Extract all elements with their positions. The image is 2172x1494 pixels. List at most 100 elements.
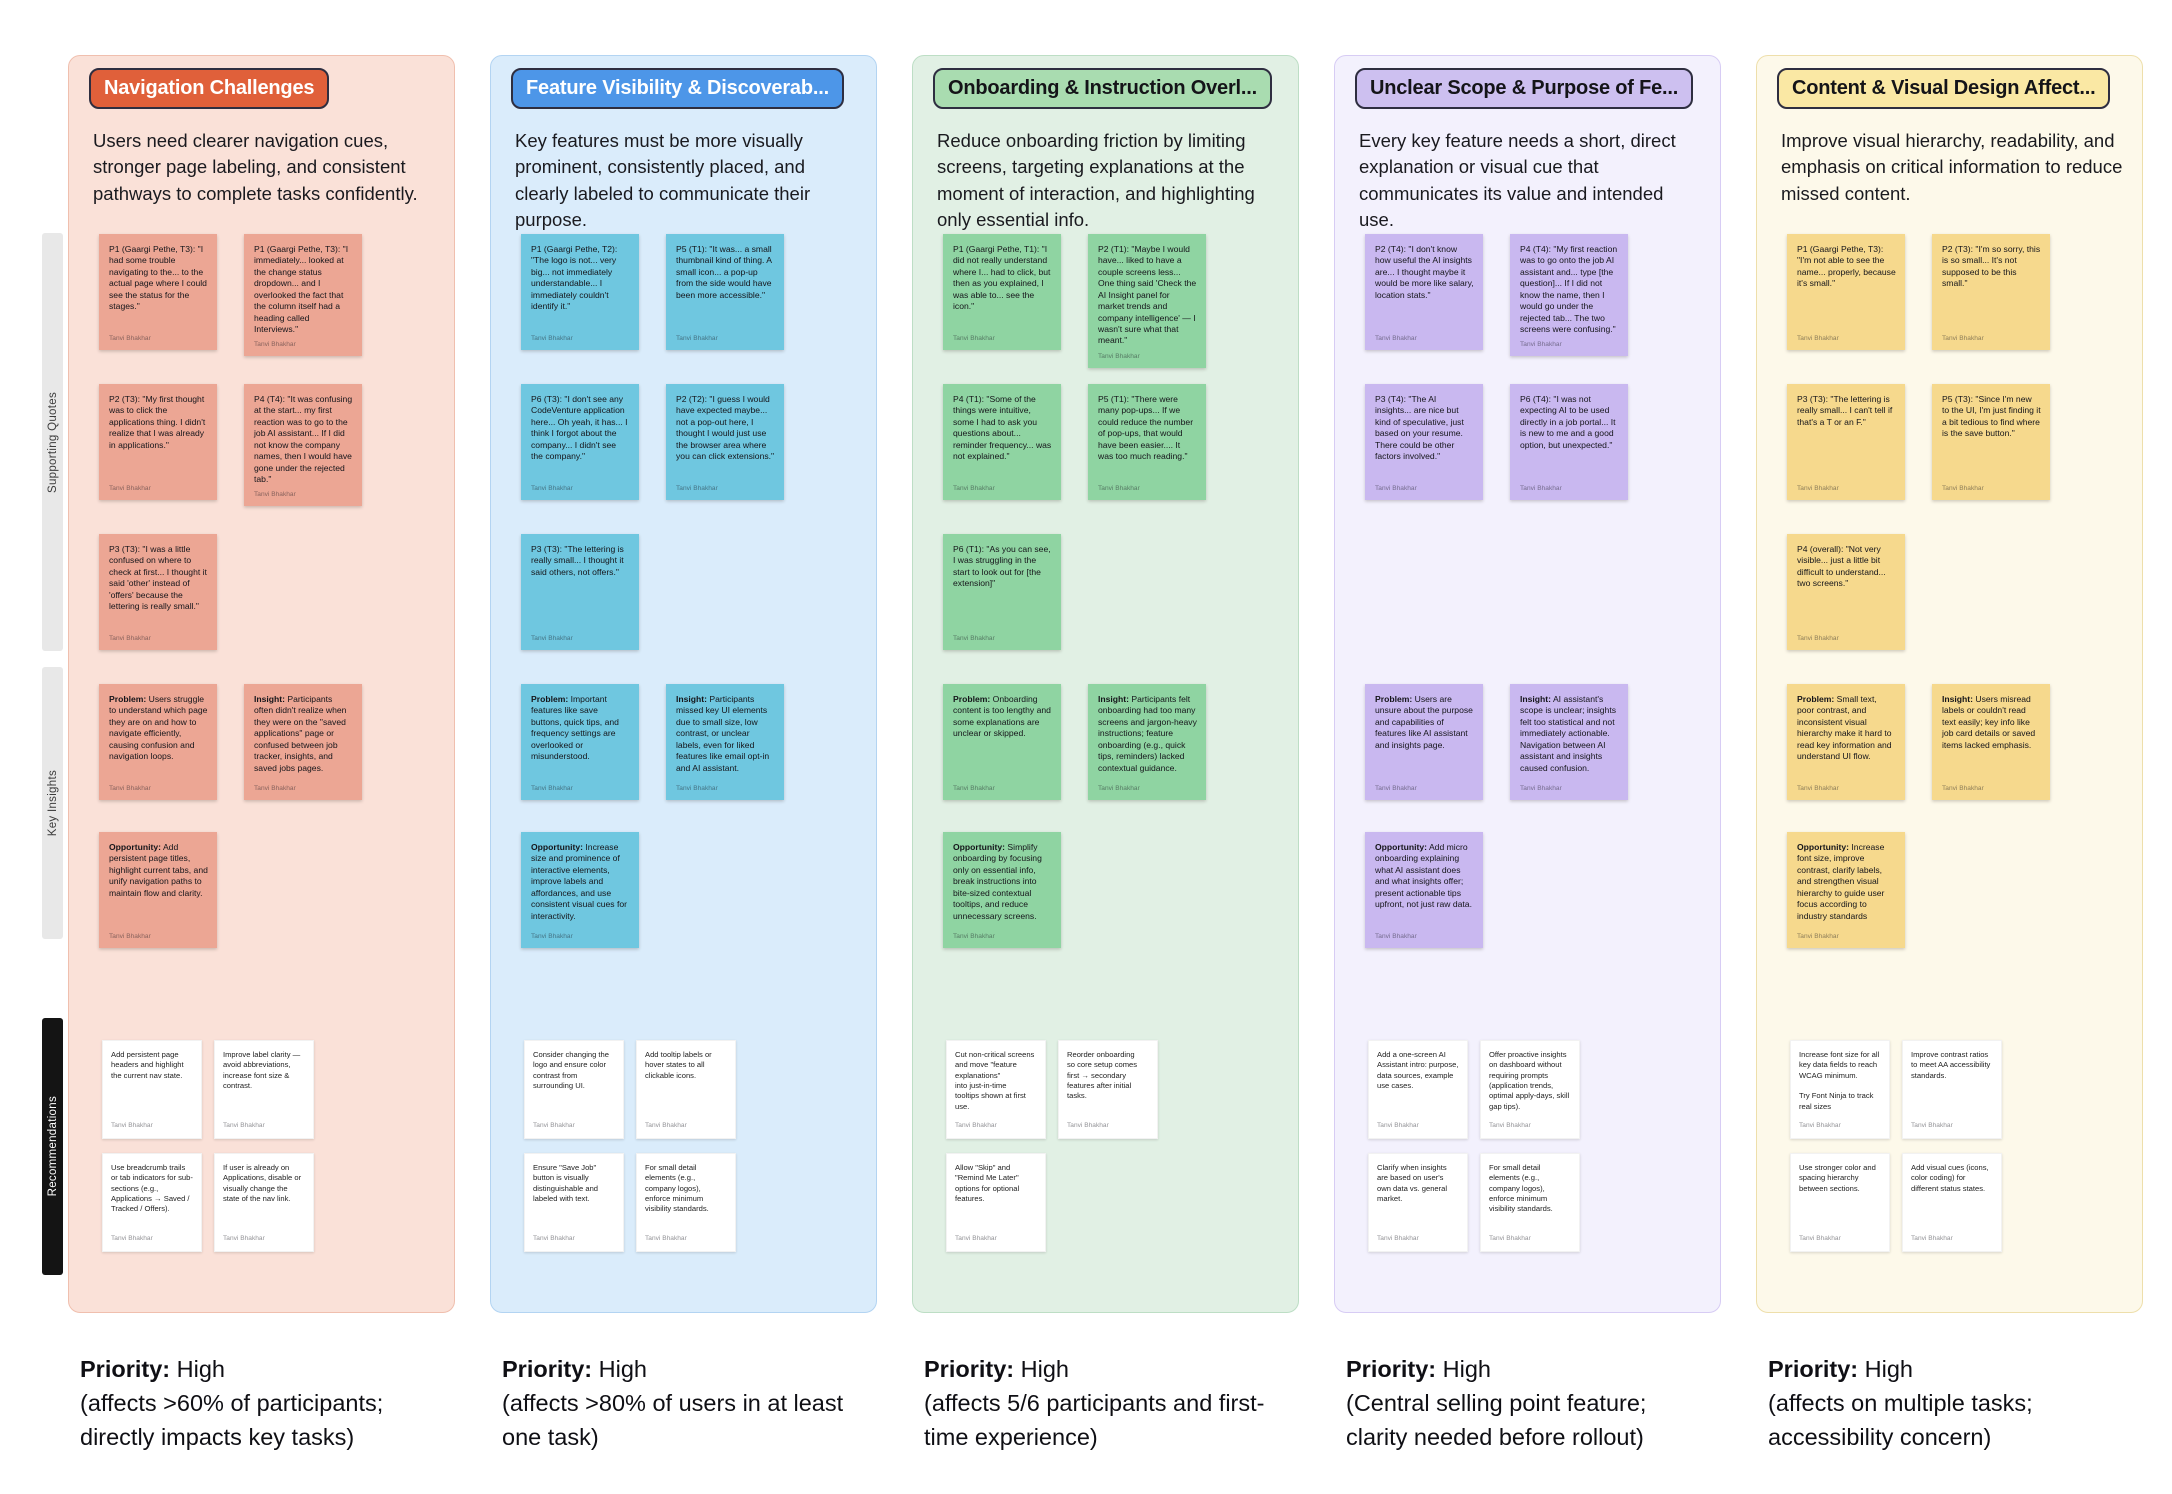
- theme-title-pill[interactable]: Onboarding & Instruction Overl...: [933, 68, 1272, 109]
- priority-caption[interactable]: Priority: High (affects on multiple task…: [1768, 1352, 2130, 1454]
- recommendation-note[interactable]: If user is already on Applications, disa…: [214, 1153, 314, 1252]
- quote-sticky[interactable]: P2 (T3): "My first thought was to click …: [99, 384, 217, 500]
- recommendation-note[interactable]: Use stronger color and spacing hierarchy…: [1790, 1153, 1890, 1252]
- quote-text: P3 (T3): "I was a little confused on whe…: [109, 544, 207, 612]
- priority-value: High: [598, 1356, 647, 1382]
- opportunity-body: Add persistent page titles, highlight cu…: [109, 842, 208, 898]
- recommendation-note[interactable]: For small detail elements (e.g., company…: [636, 1153, 736, 1252]
- lead-label: Problem:: [531, 694, 569, 704]
- sticky-author: Tanvi Bhakhar: [1098, 352, 1140, 360]
- quote-sticky[interactable]: P5 (T3): "Since I'm new to the UI, I'm j…: [1932, 384, 2050, 500]
- theme-panel-feature-visibility[interactable]: Feature Visibility & Discoverab... Key f…: [490, 55, 877, 1313]
- recommendation-text: Offer proactive insights on dashboard wi…: [1489, 1050, 1570, 1111]
- quote-sticky[interactable]: P5 (T1): "There were many pop-ups... If …: [1088, 384, 1206, 500]
- quote-sticky[interactable]: P3 (T4): "The AI insights... are nice bu…: [1365, 384, 1483, 500]
- rail-key-insights[interactable]: Key Insights: [42, 667, 63, 939]
- quote-sticky[interactable]: P6 (T3): "I don't see any CodeVenture ap…: [521, 384, 639, 500]
- recommendations-group: Add a one-screen AI Assistant intro: pur…: [1368, 1040, 1580, 1266]
- quote-sticky[interactable]: P3 (T3): "The lettering is really small.…: [521, 534, 639, 650]
- recommendation-note[interactable]: Add tooltip labels or hover states to al…: [636, 1040, 736, 1139]
- rail-supporting-quotes[interactable]: Supporting Quotes: [42, 233, 63, 651]
- sticky-author: Tanvi Bhakhar: [109, 635, 151, 642]
- quote-sticky[interactable]: P4 (T1): "Some of the things were intuit…: [943, 384, 1061, 500]
- sticky-author: Tanvi Bhakhar: [223, 1235, 265, 1242]
- opportunity-sticky[interactable]: Opportunity: Simplify onboarding by focu…: [943, 832, 1061, 948]
- problem-sticky[interactable]: Problem: Onboarding content is too lengt…: [943, 684, 1061, 800]
- recommendation-text: Add tooltip labels or hover states to al…: [645, 1050, 712, 1080]
- priority-caption[interactable]: Priority: High (Central selling point fe…: [1346, 1352, 1708, 1454]
- opportunity-body: Increase font size, improve contrast, cl…: [1797, 842, 1885, 921]
- recommendation-note[interactable]: Consider changing the logo and ensure co…: [524, 1040, 624, 1139]
- recommendation-note[interactable]: For small detail elements (e.g., company…: [1480, 1153, 1580, 1252]
- quote-sticky[interactable]: P1 (Gaargi Pethe, T3): "I immediately...…: [244, 234, 362, 357]
- problem-text: Problem: Small text, poor contrast, and …: [1797, 694, 1896, 763]
- quote-sticky[interactable]: P1 (Gaargi Pethe, T1): "I did not really…: [943, 234, 1061, 350]
- quote-sticky[interactable]: P2 (T3): "I'm so sorry, this is so small…: [1932, 234, 2050, 350]
- recommendation-note[interactable]: Reorder onboarding so core setup comes f…: [1058, 1040, 1158, 1139]
- theme-title: Content & Visual Design Affect...: [1792, 77, 2096, 99]
- theme-panel-navigation-challenges[interactable]: Navigation Challenges Users need clearer…: [68, 55, 455, 1313]
- priority-label: Priority:: [1346, 1356, 1437, 1382]
- recommendation-note[interactable]: Increase font size for all key data fiel…: [1790, 1040, 1890, 1139]
- theme-title-pill[interactable]: Content & Visual Design Affect...: [1777, 68, 2111, 109]
- problem-sticky[interactable]: Problem: Users struggle to understand wh…: [99, 684, 217, 800]
- quote-sticky[interactable]: P2 (T1): "Maybe I would have... liked to…: [1088, 234, 1206, 368]
- problem-sticky[interactable]: Problem: Important features like save bu…: [521, 684, 639, 800]
- problem-sticky[interactable]: Problem: Small text, poor contrast, and …: [1787, 684, 1905, 800]
- priority-caption[interactable]: Priority: High (affects 5/6 participants…: [924, 1352, 1286, 1454]
- quote-sticky[interactable]: P1 (Gaargi Pethe, T3): "I had some troub…: [99, 234, 217, 350]
- theme-title-pill[interactable]: Unclear Scope & Purpose of Fe...: [1355, 68, 1694, 109]
- quote-sticky[interactable]: P1 (Gaargi Pethe, T2): "The logo is not.…: [521, 234, 639, 350]
- opportunity-sticky[interactable]: Opportunity: Add persistent page titles,…: [99, 832, 217, 948]
- quote-text: P5 (T1): "It was... a small thumbnail ki…: [676, 244, 772, 300]
- quote-sticky[interactable]: P6 (T1): "As you can see, I was struggli…: [943, 534, 1061, 650]
- quote-sticky[interactable]: P5 (T1): "It was... a small thumbnail ki…: [666, 234, 784, 350]
- quote-sticky[interactable]: P4 (T4): "My first reaction was to go on…: [1510, 234, 1628, 357]
- theme-panel-content-visual-design[interactable]: Content & Visual Design Affect... Improv…: [1756, 55, 2143, 1313]
- recommendation-note[interactable]: Offer proactive insights on dashboard wi…: [1480, 1040, 1580, 1139]
- problem-sticky[interactable]: Problem: Users are unsure about the purp…: [1365, 684, 1483, 800]
- theme-title-pill[interactable]: Feature Visibility & Discoverab...: [511, 68, 844, 109]
- priority-value: High: [176, 1356, 225, 1382]
- recommendation-note[interactable]: Add a one-screen AI Assistant intro: pur…: [1368, 1040, 1468, 1139]
- sticky-author: Tanvi Bhakhar: [676, 785, 718, 792]
- quote-sticky[interactable]: P2 (T4): "I don't know how useful the AI…: [1365, 234, 1483, 350]
- insight-sticky[interactable]: Insight: Participants often didn't reali…: [244, 684, 362, 800]
- insight-sticky[interactable]: Insight: Participants missed key UI elem…: [666, 684, 784, 800]
- recommendation-text: Ensure "Save Job" button is visually dis…: [533, 1163, 599, 1203]
- priority-caption[interactable]: Priority: High (affects >80% of users in…: [502, 1352, 864, 1454]
- insight-sticky[interactable]: Insight: Users misread labels or couldn'…: [1932, 684, 2050, 800]
- quote-sticky[interactable]: P1 (Gaargi Pethe, T3): "I'm not able to …: [1787, 234, 1905, 350]
- quote-sticky[interactable]: P6 (T4): "I was not expecting AI to be u…: [1510, 384, 1628, 500]
- theme-description: Key features must be more visually promi…: [515, 130, 811, 231]
- insight-body: Participants missed key UI elements due …: [676, 694, 770, 773]
- insight-sticky[interactable]: Insight: Participants felt onboarding ha…: [1088, 684, 1206, 800]
- theme-panel-onboarding[interactable]: Onboarding & Instruction Overl... Reduce…: [912, 55, 1299, 1313]
- recommendation-note[interactable]: Improve label clarity — avoid abbreviati…: [214, 1040, 314, 1139]
- insight-sticky[interactable]: Insight: AI assistant's scope is unclear…: [1510, 684, 1628, 800]
- theme-title-pill[interactable]: Navigation Challenges: [89, 68, 330, 109]
- recommendation-note[interactable]: Clarify when insights are based on user'…: [1368, 1153, 1468, 1252]
- recommendation-note[interactable]: Ensure "Save Job" button is visually dis…: [524, 1153, 624, 1252]
- recommendation-text: Add a one-screen AI Assistant intro: pur…: [1377, 1050, 1459, 1090]
- priority-caption[interactable]: Priority: High (affects >60% of particip…: [80, 1352, 442, 1454]
- quote-sticky[interactable]: P3 (T3): "I was a little confused on whe…: [99, 534, 217, 650]
- quote-sticky[interactable]: P3 (T3): "The lettering is really small.…: [1787, 384, 1905, 500]
- theme-panel-unclear-scope[interactable]: Unclear Scope & Purpose of Fe... Every k…: [1334, 55, 1721, 1313]
- quote-sticky[interactable]: P4 (overall): "Not very visible... just …: [1787, 534, 1905, 650]
- opportunity-sticky[interactable]: Opportunity: Increase font size, improve…: [1787, 832, 1905, 948]
- quote-sticky[interactable]: P4 (T4): "It was confusing at the start.…: [244, 384, 362, 507]
- recommendation-note[interactable]: Use breadcrumb trails or tab indicators …: [102, 1153, 202, 1252]
- recommendation-note[interactable]: Allow "Skip" and "Remind Me Later" optio…: [946, 1153, 1046, 1252]
- recommendation-note[interactable]: Add persistent page headers and highligh…: [102, 1040, 202, 1139]
- priority-note: (affects >60% of participants; directly …: [80, 1390, 384, 1451]
- rail-recommendations[interactable]: Recommendations: [42, 1018, 63, 1275]
- recommendation-note[interactable]: Add visual cues (icons, color coding) fo…: [1902, 1153, 2002, 1252]
- recommendation-note[interactable]: Improve contrast ratios to meet AA acces…: [1902, 1040, 2002, 1139]
- recommendation-note[interactable]: Cut non-critical screens and move "featu…: [946, 1040, 1046, 1139]
- sticky-author: Tanvi Bhakhar: [953, 635, 995, 642]
- opportunity-sticky[interactable]: Opportunity: Increase size and prominenc…: [521, 832, 639, 948]
- opportunity-sticky[interactable]: Opportunity: Add micro onboarding explai…: [1365, 832, 1483, 948]
- opportunity-text: Opportunity: Increase font size, improve…: [1797, 842, 1896, 922]
- quote-sticky[interactable]: P2 (T2): "I guess I would have expected …: [666, 384, 784, 500]
